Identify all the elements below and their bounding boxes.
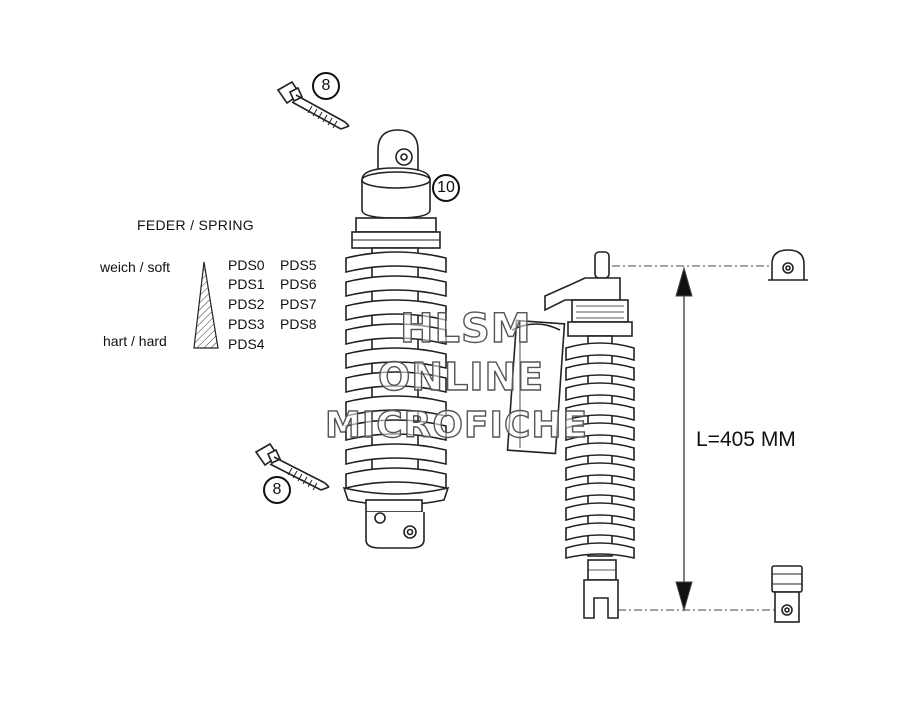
soft-label: weich / soft: [100, 259, 171, 275]
callout-bolt-top: 8: [312, 72, 340, 100]
callout-shock: 10: [432, 174, 460, 202]
spring-code: PDS6: [280, 276, 317, 292]
shock-absorber-left: [342, 129, 450, 549]
watermark-line-2: ONLINE: [377, 354, 545, 399]
watermark-line-3: MICROFICHE: [324, 404, 589, 446]
spring-code: PDS7: [280, 296, 317, 312]
spring-hardness-triangle: [193, 261, 219, 349]
bolt-bottom: [254, 442, 330, 491]
spring-code: PDS0: [228, 257, 265, 273]
spring-code: PDS3: [228, 316, 265, 332]
bolt-top: [276, 80, 350, 130]
spring-table-title: FEDER / SPRING: [137, 217, 254, 233]
bottom-clevis-detail: [771, 565, 803, 623]
spring-code: PDS8: [280, 316, 317, 332]
top-eye-detail: [768, 249, 808, 281]
length-dimension-label: L=405 MM: [696, 428, 796, 451]
spring-code: PDS5: [280, 257, 317, 273]
spring-code: PDS2: [228, 296, 265, 312]
callout-bolt-bottom: 8: [263, 476, 291, 504]
hard-label: hart / hard: [103, 333, 167, 349]
watermark-line-1: HLSM: [399, 305, 532, 352]
dimension-lines: [612, 265, 775, 612]
spring-code: PDS4: [228, 336, 265, 352]
shock-absorber-right: [506, 251, 635, 619]
spring-code: PDS1: [228, 276, 265, 292]
